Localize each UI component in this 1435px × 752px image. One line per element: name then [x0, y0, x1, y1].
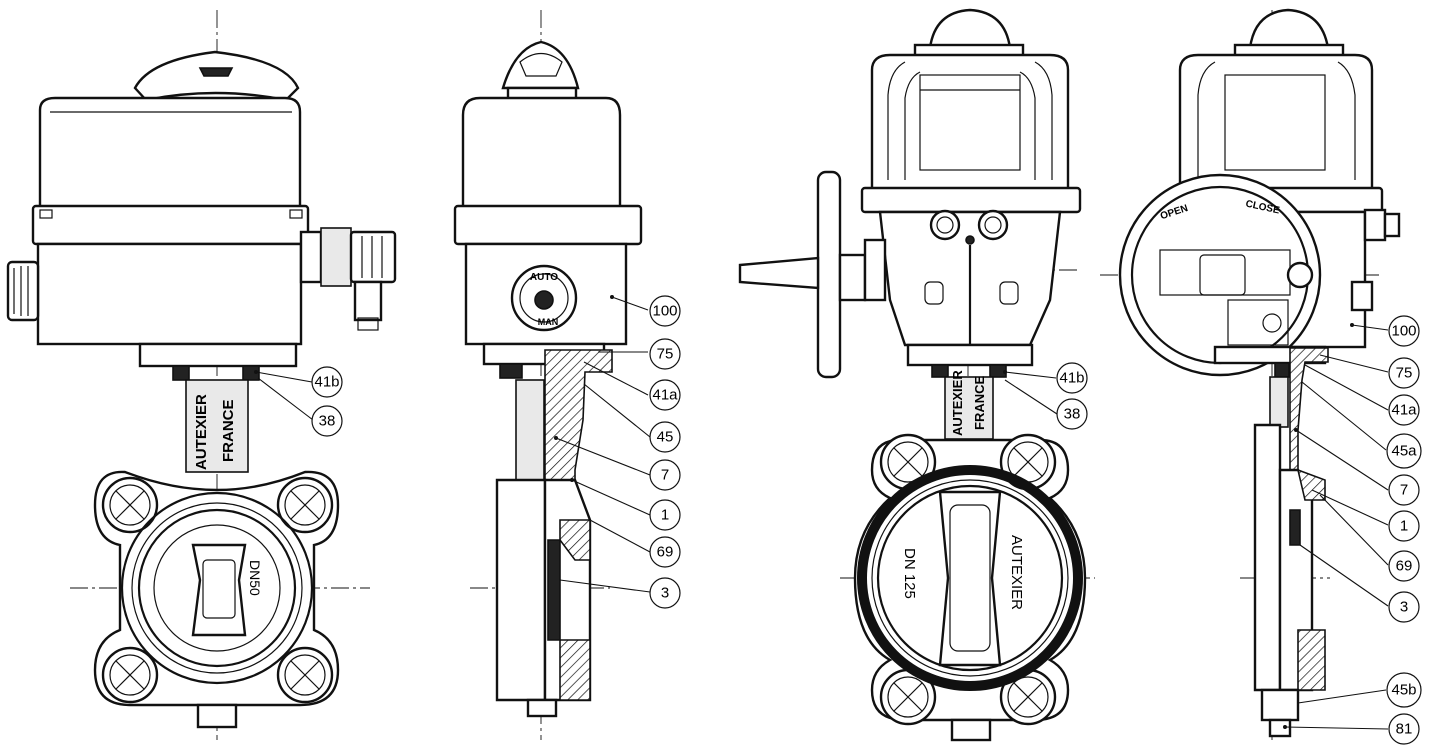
view1-cable-gland-left — [6, 260, 40, 322]
view1-neck-label-2: FRANCE — [220, 400, 237, 463]
svg-text:1: 1 — [661, 507, 669, 524]
view2-neck — [515, 379, 545, 481]
view1-valve-neck — [185, 379, 249, 473]
view4-callout-45b: 45b — [1297, 672, 1422, 708]
view3-dome — [928, 8, 1012, 50]
svg-text:3: 3 — [661, 585, 669, 602]
view1-disc-label: DN50 — [247, 560, 263, 596]
svg-text:75: 75 — [657, 346, 674, 363]
view4-callout-45a: 45a — [1301, 381, 1422, 469]
view1-neck-label-1: AUTEXIER — [193, 394, 210, 470]
view2-side-section: AUTO MAN 100 75 41a 45 — [453, 10, 681, 740]
view4-callout-41a: 41a — [1304, 364, 1420, 426]
svg-text:45a: 45a — [1391, 443, 1417, 460]
view3-disc-label-right: AUTEXIER — [1008, 535, 1025, 610]
svg-text:100: 100 — [652, 303, 677, 320]
view3-liner — [857, 465, 1083, 691]
view4-disc-edge — [1253, 423, 1282, 692]
view4-callout-75: 75 — [1319, 354, 1420, 389]
svg-text:41a: 41a — [652, 387, 678, 404]
view2-callout-45: 45 — [583, 383, 681, 453]
svg-text:69: 69 — [1396, 558, 1413, 575]
view3-disc-label-left: DN 125 — [901, 548, 918, 599]
svg-text:100: 100 — [1391, 323, 1416, 340]
svg-text:81: 81 — [1396, 721, 1413, 738]
svg-text:45: 45 — [657, 429, 674, 446]
view2-position-indicator — [501, 40, 580, 90]
view2-man-label: MAN — [538, 317, 559, 327]
view2-callout-3: 3 — [559, 577, 681, 609]
view3-actuator-cover — [870, 53, 1070, 192]
view4-callout-7: 7 — [1294, 428, 1420, 506]
view4-dome — [1248, 8, 1330, 50]
view2-callout-7: 7 — [554, 436, 681, 491]
view3-front: AUTEXIER FRANCE DN 125 AUTEXIER 41b 38 — [738, 8, 1095, 742]
view2-callout-100: 100 — [611, 295, 681, 327]
view1-callout-41b: 41b — [254, 366, 343, 398]
view1-actuator-cover — [38, 96, 302, 212]
svg-text:7: 7 — [1400, 482, 1408, 499]
view3-neck-label-1: AUTEXIER — [950, 370, 965, 436]
svg-text:75: 75 — [1396, 365, 1413, 382]
svg-text:38: 38 — [1064, 406, 1081, 423]
view4-actuator-cover — [1178, 53, 1374, 192]
view3-callout-38: 38 — [1004, 379, 1088, 430]
view3-valve-neck — [944, 376, 994, 440]
view3-neck-label-2: FRANCE — [972, 376, 987, 430]
view2-auto-label: AUTO — [530, 272, 558, 283]
view3-handwheel[interactable] — [738, 170, 887, 379]
svg-text:3: 3 — [1400, 599, 1408, 616]
view4-callout-81: 81 — [1283, 713, 1420, 745]
svg-text:38: 38 — [319, 413, 336, 430]
view2-callout-75: 75 — [598, 338, 681, 370]
view4-body-section-upper — [1289, 347, 1329, 471]
view2-callout-41a: 41a — [583, 361, 681, 411]
view1-connector-right — [299, 227, 397, 331]
view3-callout-41b: 41b — [1003, 362, 1088, 394]
view1-disc — [191, 543, 247, 637]
view1-callout-38: 38 — [257, 377, 343, 437]
view4-handwheel[interactable]: OPEN CLOSE — [1118, 173, 1322, 377]
view2-callout-69: 69 — [589, 519, 681, 568]
svg-text:41b: 41b — [1059, 370, 1084, 387]
svg-text:45b: 45b — [1391, 682, 1416, 699]
view2-auto-man-selector[interactable]: AUTO MAN — [510, 264, 578, 332]
view4-callout-100: 100 — [1350, 315, 1420, 347]
view4-callout-69: 69 — [1319, 494, 1420, 582]
view4-callout-3: 3 — [1299, 544, 1420, 623]
svg-text:7: 7 — [661, 467, 669, 484]
view3-disc — [938, 490, 1002, 667]
view1-seat — [137, 508, 297, 668]
svg-text:41a: 41a — [1391, 402, 1417, 419]
view2-actuator-cover — [461, 96, 622, 212]
view2-callout-1: 1 — [570, 478, 681, 531]
view1-front: AUTEXIER FRANCE DN50 41b 38 — [6, 10, 397, 740]
svg-text:1: 1 — [1400, 518, 1408, 535]
svg-text:69: 69 — [657, 544, 674, 561]
view1-actuator-housing — [36, 242, 303, 346]
view4-side: OPEN CLOSE 100 75 41a 45a — [1100, 8, 1422, 745]
svg-text:41b: 41b — [314, 374, 339, 391]
view2-disc-edge — [495, 478, 547, 702]
view4-callout-1: 1 — [1311, 489, 1420, 542]
